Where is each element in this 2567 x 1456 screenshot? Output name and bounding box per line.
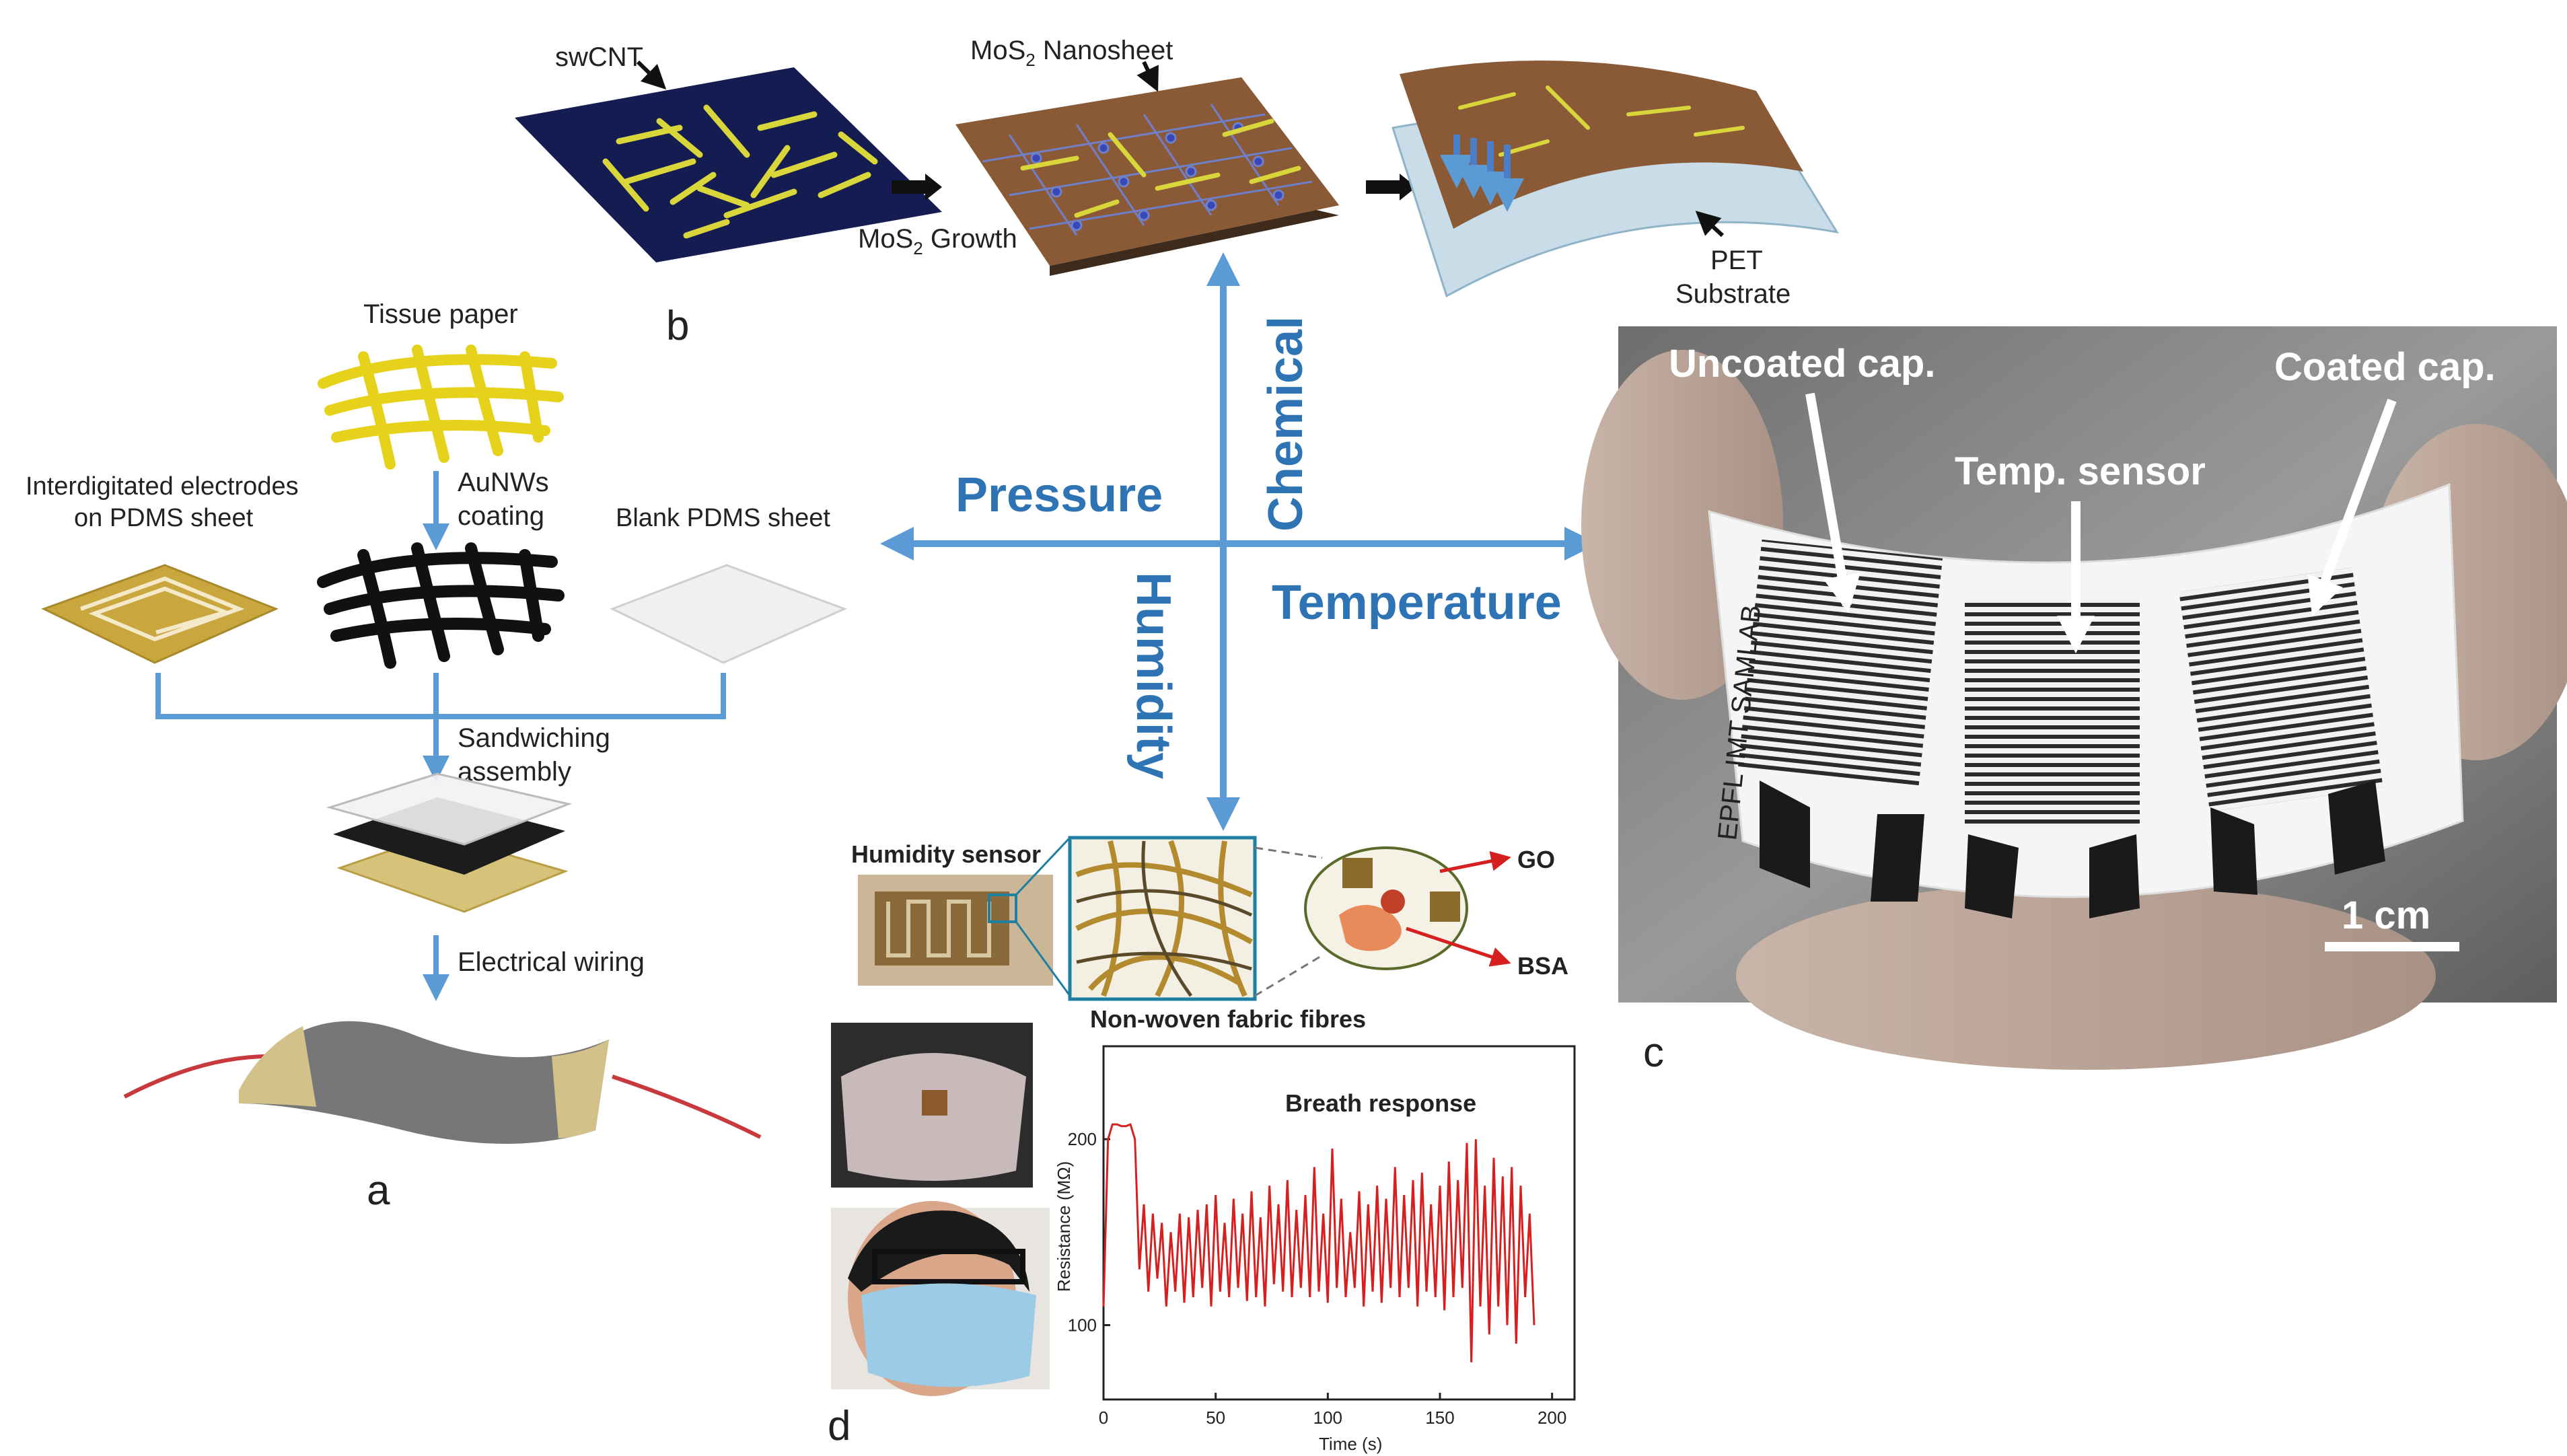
panel-b: swCNT MoS2 Nanosheet MoS2 Growth bbox=[515, 36, 1840, 349]
bsa-protein bbox=[1339, 905, 1402, 951]
transfer-arrows bbox=[1440, 135, 1524, 212]
label-electrical-wiring: Electrical wiring bbox=[458, 947, 645, 977]
fibres-dark bbox=[1076, 840, 1253, 997]
label-blank-pdms: Blank PDMS sheet bbox=[616, 504, 830, 532]
go-flake-2 bbox=[1430, 891, 1460, 922]
label-mos2-growth: MoS2 Growth bbox=[858, 224, 1017, 258]
mos2-lattice bbox=[982, 104, 1313, 236]
arrow-uncoated bbox=[1805, 392, 1860, 614]
label-coated-cap: Coated cap. bbox=[2274, 345, 2496, 389]
y-tick-label: 100 bbox=[1068, 1315, 1097, 1335]
tissue-paper-mesh bbox=[318, 344, 564, 470]
scale-bar bbox=[2325, 942, 2459, 951]
label-humidity-sensor: Humidity sensor bbox=[851, 840, 1041, 868]
stack-top bbox=[326, 772, 573, 846]
chart-series-line bbox=[1102, 1123, 1535, 1362]
panel-letter-b: b bbox=[666, 303, 689, 349]
device-body bbox=[239, 1021, 609, 1144]
label-go: GO bbox=[1517, 846, 1555, 873]
label-fibres: Non-woven fabric fibres bbox=[1090, 1005, 1366, 1033]
x-tick-label: 50 bbox=[1206, 1408, 1225, 1428]
blank-pdms-sheet bbox=[610, 564, 847, 664]
breath-response-chart: Breath response Resistance (MΩ) Time (s)… bbox=[1054, 1045, 1576, 1454]
face-mask bbox=[861, 1283, 1036, 1387]
step-arrow-1 bbox=[892, 174, 942, 201]
label-substrate: Substrate bbox=[1675, 279, 1791, 309]
label-pressure: Pressure bbox=[955, 468, 1163, 522]
chart-ylabel: Resistance (MΩ) bbox=[1054, 1161, 1074, 1292]
swcnt-tubes bbox=[602, 104, 878, 239]
panel-d: Humidity sensor Non-woven fabric fibres bbox=[828, 836, 1576, 1454]
chart-title: Breath response bbox=[1285, 1089, 1476, 1117]
label-temp-sensor: Temp. sensor bbox=[1955, 449, 2206, 493]
panel-letter-d: d bbox=[828, 1403, 851, 1449]
panel-letter-a: a bbox=[367, 1167, 390, 1214]
panel-c: EPFL IMT SAMLAB Uncoated cap. Temp. sens… bbox=[1581, 326, 2567, 1076]
center-axes: Pressure Temperature Chemical Humidity bbox=[880, 252, 1598, 831]
pet-pointer bbox=[1695, 211, 1725, 238]
device-pad-left bbox=[239, 1026, 316, 1107]
swcnt-substrate bbox=[515, 67, 942, 262]
zoom-box-small bbox=[988, 894, 1017, 923]
mask-sensor bbox=[922, 1090, 947, 1116]
sensor-temp bbox=[1965, 599, 2140, 828]
swcnt-pointer bbox=[636, 60, 667, 90]
label-uncoated-cap: Uncoated cap. bbox=[1669, 342, 1935, 386]
humidity-sensor-fingers bbox=[886, 900, 991, 957]
arrow-coated bbox=[2307, 398, 2397, 616]
device-pad-right bbox=[552, 1040, 609, 1138]
label-coating: coating bbox=[458, 501, 544, 531]
label-temperature: Temperature bbox=[1272, 576, 1562, 630]
label-sandwiching: Sandwiching bbox=[458, 723, 610, 753]
x-tick-label: 150 bbox=[1425, 1408, 1454, 1428]
sensor-coated bbox=[2179, 567, 2383, 812]
label-humidity: Humidity bbox=[1126, 572, 1180, 779]
device-wire-left bbox=[123, 1054, 270, 1099]
step-arrow-2 bbox=[1366, 174, 1416, 201]
panel-letter-c: c bbox=[1643, 1029, 1664, 1076]
label-bsa: BSA bbox=[1517, 952, 1568, 980]
go-flake-1 bbox=[1342, 858, 1373, 888]
coated-mesh bbox=[317, 542, 565, 669]
label-scale-bar: 1 cm bbox=[2342, 894, 2430, 937]
mask-in-photo bbox=[841, 1053, 1026, 1181]
label-mos2-nanosheet: MoS2 Nanosheet bbox=[970, 36, 1173, 70]
device-wire-right bbox=[612, 1075, 762, 1139]
label-assembly: assembly bbox=[458, 757, 571, 787]
x-tick-label: 200 bbox=[1538, 1408, 1566, 1428]
fibres bbox=[1075, 840, 1253, 997]
bsa-pointer bbox=[1406, 926, 1511, 967]
label-swcnt: swCNT bbox=[555, 42, 643, 72]
thumb-bottom bbox=[1736, 881, 2436, 1070]
film-tubes bbox=[1458, 85, 1745, 157]
label-pet: PET bbox=[1710, 246, 1763, 275]
electrode-fingers bbox=[79, 576, 245, 642]
assembly-bracket bbox=[155, 673, 726, 719]
x-tick-label: 100 bbox=[1313, 1408, 1342, 1428]
x-tick-label: 0 bbox=[1099, 1408, 1108, 1428]
label-tissue-paper: Tissue paper bbox=[363, 299, 518, 329]
sensor-uncoated bbox=[1737, 539, 1943, 787]
y-tick-label: 200 bbox=[1068, 1129, 1097, 1149]
label-aunws: AuNWs bbox=[458, 468, 549, 497]
chart-xlabel: Time (s) bbox=[1319, 1434, 1382, 1454]
sensor-pads bbox=[1760, 780, 2385, 918]
label-electrodes-1: Interdigitated electrodes bbox=[26, 472, 299, 501]
go-pointer bbox=[1439, 850, 1511, 873]
electrode-sheet bbox=[41, 564, 279, 664]
chart-ticks: 0 50 100 150 200 100 200 bbox=[1068, 1129, 1567, 1428]
nanosheet-pointer bbox=[1136, 61, 1159, 92]
panel-a: Tissue paper AuNWs coating Interdigitate… bbox=[26, 299, 847, 1214]
label-chemical: Chemical bbox=[1259, 316, 1313, 532]
humidity-sensor-core bbox=[875, 891, 1009, 966]
label-electrodes-2: on PDMS sheet bbox=[74, 504, 254, 532]
mos2-tubes bbox=[1020, 118, 1301, 218]
glasses bbox=[872, 1249, 1025, 1284]
